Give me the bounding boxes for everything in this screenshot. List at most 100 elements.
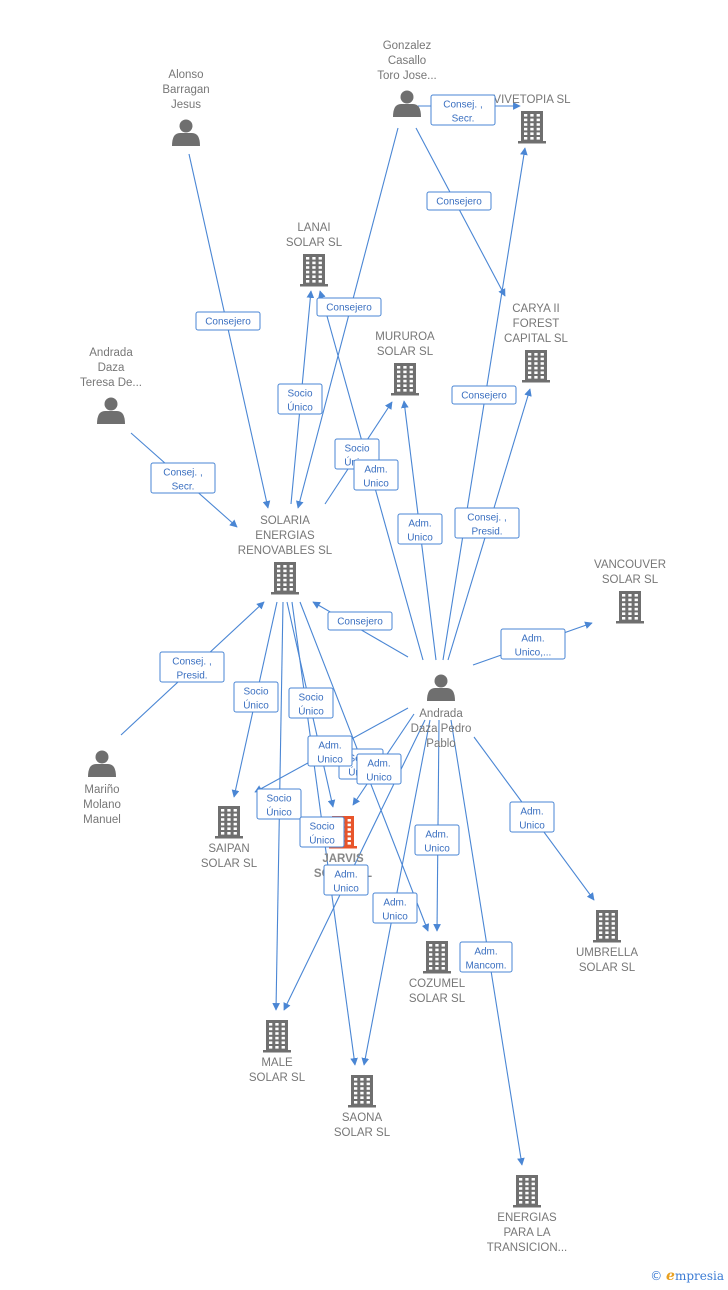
relation-label-gonzalez-to-carya[interactable]: Consejero: [426, 191, 492, 211]
relation-label-pedro-to-mururoa[interactable]: Adm.Unico: [397, 513, 443, 545]
relation-label-gonzalez-to-vivetopia[interactable]: Consej. ,Secr.: [430, 94, 496, 126]
node-label: SOLARIA: [260, 515, 310, 527]
relation-label-text: Presid.: [471, 527, 502, 538]
relation-label-text: Unico: [407, 533, 433, 544]
node-label: SOLAR SL: [579, 962, 636, 974]
relation-label-pedro-to-saipan[interactable]: Adm.Unico: [307, 735, 353, 767]
relation-label-text: Unico: [424, 844, 450, 855]
relation-label-pedro-to-jarvis[interactable]: Adm.Unico: [356, 753, 402, 785]
building-icon: [300, 254, 328, 287]
empresia-brand[interactable]: © empresia: [650, 1268, 724, 1284]
node-carya[interactable]: CARYA II FOREST CAPITAL SL: [504, 303, 569, 383]
relation-label-text: Socio: [243, 687, 268, 698]
relation-label-text: Consejero: [461, 391, 507, 402]
relation-label-text: Socio: [287, 389, 312, 400]
relation-label-box: [299, 816, 345, 848]
relation-label-box: [277, 383, 323, 415]
node-label: Casallo: [388, 55, 426, 67]
relation-label-text: Consej. ,: [467, 513, 506, 524]
brand-name: mpresia: [674, 1269, 724, 1283]
relation-label-gonzalez-to-solaria[interactable]: Consejero: [316, 297, 382, 317]
relation-label-pedro-to-solaria[interactable]: Consejero: [327, 611, 393, 631]
building-icon: [271, 562, 299, 595]
node-label: Daza: [98, 362, 125, 374]
relation-label-box: [159, 651, 225, 683]
node-label: Jesus: [171, 99, 201, 111]
relation-label-pedro-to-male[interactable]: Adm.Unico: [323, 864, 369, 896]
node-label: MALE: [261, 1057, 293, 1069]
relation-label-text: Único: [266, 806, 292, 819]
person-icon: [88, 750, 116, 777]
relation-label-text: Secr.: [172, 482, 195, 493]
building-icon: [522, 350, 550, 383]
relation-label-text: Adm.: [334, 870, 357, 881]
node-label: Manuel: [83, 814, 121, 826]
node-label: ENERGIAS: [255, 530, 315, 542]
node-label: Daza Pedro: [411, 723, 472, 735]
relation-label-marino-to-solaria[interactable]: Consej. ,Presid.: [159, 651, 225, 683]
building-icon: [391, 363, 419, 396]
edge-alonso-to-solaria: [188, 153, 271, 509]
relation-label-text: Adm.: [520, 807, 543, 818]
relation-label-box: [323, 864, 369, 896]
node-label: FOREST: [513, 318, 560, 330]
relation-label-box: [353, 459, 399, 491]
relation-label-text: Único: [298, 705, 324, 718]
node-label: CARYA II: [512, 303, 560, 315]
node-label: TRANSICION...: [487, 1242, 568, 1254]
relation-label-pedro-to-vancouver[interactable]: Adm.Unico,...: [500, 628, 566, 660]
building-icon: [423, 941, 451, 974]
relation-label-text: Adm.: [364, 465, 387, 476]
relation-label-pedro-to-energias[interactable]: Adm.Mancom.: [459, 941, 513, 973]
node-label: Mariño: [84, 784, 119, 796]
relation-label-text: Consejero: [436, 197, 482, 208]
relation-label-pedro-to-cozumel[interactable]: Adm.Unico: [414, 824, 460, 856]
relation-label-box: [233, 681, 279, 713]
relation-label-pedro-to-vivetopia[interactable]: Consej. , Presid.: [454, 507, 520, 539]
relation-label-teresa-to-solaria[interactable]: Consej. ,Secr.: [150, 462, 216, 494]
relation-label-pedro-to-saona[interactable]: Adm.Unico: [372, 892, 418, 924]
node-label: SAONA: [342, 1112, 383, 1124]
node-label: SOLAR SL: [377, 346, 434, 358]
relation-label-box: [327, 611, 393, 631]
relation-label-pedro-to-lanai[interactable]: Adm.Unico: [353, 459, 399, 491]
node-vivetopia[interactable]: VIVETOPIA SL: [493, 94, 571, 144]
person-icon: [97, 397, 125, 424]
relation-label-box: [459, 941, 513, 973]
node-label: SOLAR SL: [602, 574, 659, 586]
relation-label-text: Adm.: [318, 741, 341, 752]
relation-label-text: Unico: [382, 912, 408, 923]
relation-label-text: Único: [309, 834, 335, 847]
node-label: CAPITAL SL: [504, 333, 569, 345]
relation-label-box: [372, 892, 418, 924]
relation-label-pedro-to-umbrella[interactable]: Adm.Unico: [509, 801, 555, 833]
relation-label-pedro-to-carya[interactable]: Consejero: [451, 385, 517, 405]
relation-label-box: [150, 462, 216, 494]
building-icon: [616, 591, 644, 624]
brand-logo-initial: e: [666, 1268, 675, 1284]
relation-label-text: Secr.: [452, 114, 475, 125]
relation-label-text: Único: [243, 699, 269, 712]
relation-label-alonso-to-solaria[interactable]: Consejero: [195, 311, 261, 331]
